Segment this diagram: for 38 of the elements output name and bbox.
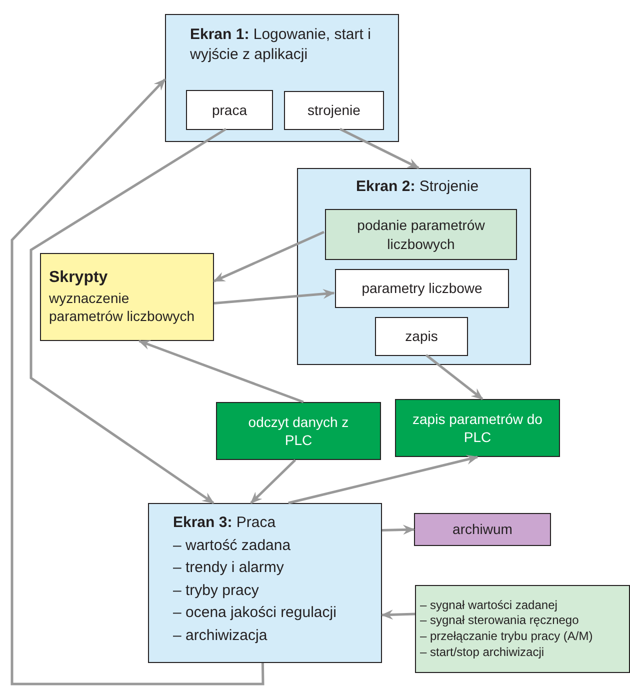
screen-panel	[165, 14, 399, 142]
option-box: strojenie	[284, 91, 384, 130]
list-item: – wartość zadana	[173, 536, 291, 556]
list-item: – trendy i alarmy	[173, 558, 284, 578]
script-box	[40, 253, 214, 341]
process-box: zapis	[375, 317, 468, 356]
option-box: praca	[186, 90, 273, 130]
list-item: – archiwizacja	[173, 626, 268, 646]
box-text: wyznaczenie parametrów liczbowych	[49, 289, 196, 326]
arrow	[213, 230, 324, 282]
arrow	[214, 288, 335, 304]
storage-box: archiwum	[414, 513, 551, 546]
panel-title: Ekran 3: Praca	[173, 513, 276, 533]
arrow	[288, 454, 478, 504]
process-box: podanie parametrów liczbowych	[325, 209, 517, 260]
arrow	[10, 78, 264, 686]
process-box: parametry liczbowe	[335, 269, 509, 308]
process-box: odczyt danych z PLC	[216, 402, 381, 460]
arrow	[381, 610, 416, 620]
list-item: – przełączanie trybu pracy (A/M)	[420, 629, 593, 645]
signal-list-box	[415, 585, 630, 673]
arrow	[30, 128, 227, 504]
process-box: zapis parametrów do PLC	[395, 399, 560, 457]
arrow	[425, 354, 484, 400]
screen-panel	[297, 168, 531, 365]
screen-panel	[148, 503, 382, 663]
panel-title: Ekran 1: Logowanie, start i wyjście z aplikacji	[190, 25, 372, 64]
arrow	[382, 524, 415, 535]
box-heading: Skrypty	[49, 268, 108, 288]
list-item: – tryby pracy	[173, 580, 259, 600]
panel-title: Ekran 2: Strojenie	[356, 177, 480, 196]
list-item: – sygnał wartości zadanej	[420, 598, 558, 614]
list-item: – ocena jakości regulacji	[173, 603, 336, 623]
arrow	[138, 340, 304, 404]
list-item: – sygnał sterowania ręcznego	[420, 613, 579, 629]
arrow	[250, 459, 296, 504]
arrow	[339, 128, 420, 170]
list-item: – start/stop archiwizacji	[420, 644, 544, 660]
